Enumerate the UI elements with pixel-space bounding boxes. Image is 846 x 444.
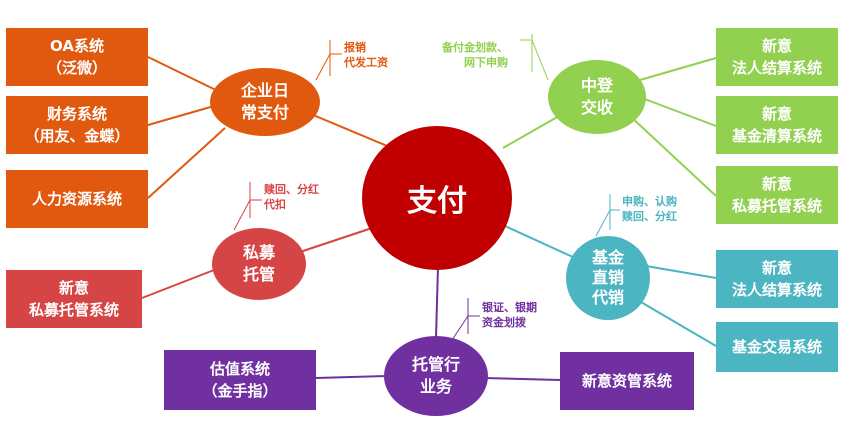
hub-private-line2: 托管 bbox=[242, 265, 275, 284]
oa-system-line2: （泛微） bbox=[46, 59, 107, 77]
valuation-system-line1: 估值系统 bbox=[209, 360, 270, 378]
note-direct-line2: 赎回、分红 bbox=[622, 210, 677, 223]
note-private-line1: 赎回、分红 bbox=[264, 183, 319, 196]
valuation-system-line2: （金手指） bbox=[202, 382, 278, 400]
hub-ta-line2: 交收 bbox=[580, 98, 613, 117]
link-center-custody bbox=[435, 265, 439, 339]
link-private-box bbox=[141, 269, 215, 299]
hr-system-box: 人力资源系统 bbox=[6, 170, 148, 228]
hub-enterprise-line1: 企业日 bbox=[240, 81, 289, 100]
oa-system-box: OA系统 （泛微） bbox=[6, 28, 148, 86]
note-bracket-custody bbox=[451, 315, 480, 341]
note-enterprise-line2: 代发工资 bbox=[344, 56, 388, 69]
teal-settlement-box: 新意 法人结算系统 bbox=[716, 250, 838, 308]
valuation-system-box: 估值系统 （金手指） bbox=[164, 350, 316, 410]
private-custody-box: 新意 私募托管系统 bbox=[6, 270, 142, 328]
green-clearing-box: 新意 基金清算系统 bbox=[716, 96, 838, 154]
link-custody-valuation bbox=[315, 375, 389, 379]
note-ta-line2: 网下申购 bbox=[464, 56, 508, 69]
center-payment-node: 支付 bbox=[362, 126, 512, 270]
link-center-direct bbox=[504, 225, 576, 259]
green-clearing-line2: 基金清算系统 bbox=[731, 127, 822, 145]
finance-system-line2: （用友、金蝶） bbox=[24, 127, 130, 145]
hub-direct-line2: 直销 bbox=[591, 268, 624, 287]
hub-custody-line2: 业务 bbox=[419, 377, 452, 396]
note-bracket-private bbox=[233, 199, 262, 231]
link-ta-settlement bbox=[639, 57, 717, 81]
link-enterprise-hr bbox=[147, 127, 226, 199]
note-bracket-direct bbox=[595, 209, 620, 237]
note-bracket-ta bbox=[520, 39, 549, 81]
note-direct-line1: 申购、认购 bbox=[622, 195, 677, 208]
hub-enterprise-line2: 常支付 bbox=[240, 103, 289, 122]
private-custody-line1: 新意 bbox=[58, 279, 89, 297]
hub-enterprise-payment: 企业日 常支付 bbox=[210, 68, 320, 136]
link-direct-settlement bbox=[645, 265, 717, 279]
link-center-enterprise bbox=[305, 111, 393, 149]
note-enterprise-line1: 报销 bbox=[344, 41, 366, 54]
note-custody: 银证、银期 资金划拨 bbox=[482, 300, 537, 330]
hub-direct-sales: 基金 直销 代销 bbox=[566, 236, 650, 320]
note-ta: 备付金划款、 网下申购 bbox=[442, 40, 508, 70]
note-enterprise: 报销 代发工资 bbox=[344, 40, 388, 70]
green-settlement-line2: 法人结算系统 bbox=[731, 59, 822, 77]
hub-private-line1: 私募 bbox=[242, 243, 275, 262]
hr-system-line1: 人力资源系统 bbox=[31, 190, 122, 208]
hub-custody-bank: 托管行 业务 bbox=[384, 336, 488, 416]
green-private-box: 新意 私募托管系统 bbox=[716, 166, 838, 224]
green-settlement-line1: 新意 bbox=[761, 37, 792, 55]
note-private-line2: 代扣 bbox=[264, 198, 286, 211]
note-bracket-enterprise bbox=[315, 53, 342, 81]
hub-custody-line1: 托管行 bbox=[411, 355, 460, 374]
link-direct-trading bbox=[633, 297, 717, 347]
note-custody-line2: 资金划拨 bbox=[482, 316, 526, 329]
center-label: 支付 bbox=[407, 184, 467, 219]
teal-trading-line1: 基金交易系统 bbox=[731, 338, 822, 356]
green-clearing-line1: 新意 bbox=[761, 105, 792, 123]
asset-mgmt-box: 新意资管系统 bbox=[560, 352, 694, 410]
link-ta-private bbox=[629, 115, 717, 197]
note-direct-sales: 申购、认购 赎回、分红 bbox=[622, 194, 677, 224]
green-private-line1: 新意 bbox=[761, 175, 792, 193]
note-private: 赎回、分红 代扣 bbox=[264, 182, 319, 212]
link-ta-clearing bbox=[641, 97, 717, 127]
oa-system-line1: OA系统 bbox=[50, 37, 104, 55]
green-private-line2: 私募托管系统 bbox=[731, 197, 822, 215]
asset-mgmt-line1: 新意资管系统 bbox=[581, 372, 672, 390]
private-custody-line2: 私募托管系统 bbox=[28, 301, 119, 319]
hub-ta-line1: 中登 bbox=[580, 76, 613, 95]
note-custody-line1: 银证、银期 bbox=[482, 301, 537, 314]
hub-direct-line1: 基金 bbox=[591, 248, 624, 267]
green-settlement-box: 新意 法人结算系统 bbox=[716, 28, 838, 86]
link-custody-assetmgmt bbox=[483, 377, 561, 381]
link-center-private bbox=[299, 227, 373, 253]
teal-settlement-line2: 法人结算系统 bbox=[731, 281, 822, 299]
teal-trading-box: 基金交易系统 bbox=[716, 322, 838, 372]
hub-private-fund: 私募 托管 bbox=[212, 228, 306, 300]
hub-direct-line3: 代销 bbox=[591, 288, 624, 307]
finance-system-line1: 财务系统 bbox=[46, 105, 107, 123]
link-enterprise-oa bbox=[147, 56, 223, 94]
link-enterprise-finance bbox=[147, 105, 215, 126]
teal-settlement-line1: 新意 bbox=[761, 259, 792, 277]
hub-ta-settlement: 中登 交收 bbox=[548, 60, 646, 134]
finance-system-box: 财务系统 （用友、金蝶） bbox=[6, 96, 148, 154]
link-center-ta bbox=[502, 111, 567, 149]
note-ta-line1: 备付金划款、 bbox=[442, 41, 508, 54]
